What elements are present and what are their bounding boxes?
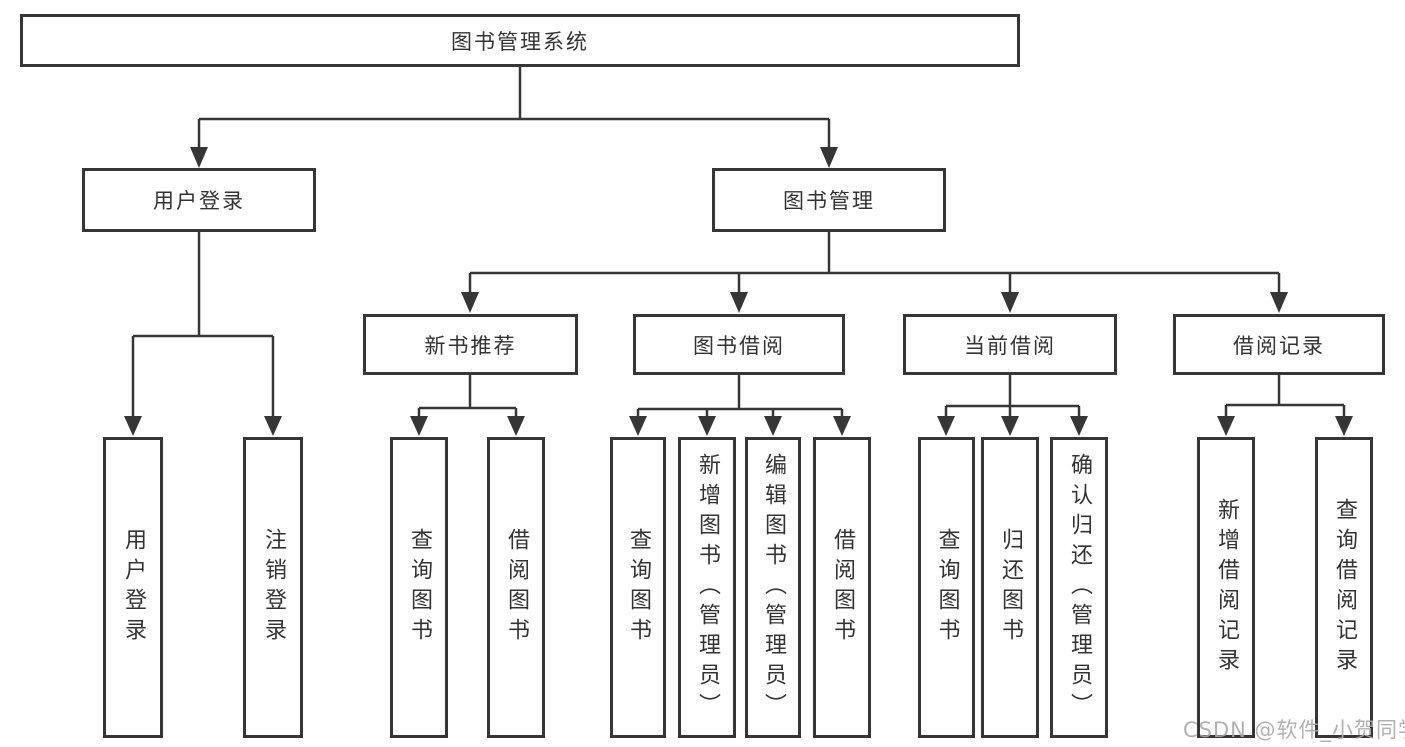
leaf-add-borrow-record: 新增借阅记录 bbox=[1197, 437, 1255, 738]
leaf-label: 注销登录 bbox=[261, 527, 286, 648]
leaf-label: 查询借阅记录 bbox=[1332, 497, 1357, 678]
node-label: 图书借阅 bbox=[693, 333, 785, 358]
leaf-query-books-borrow: 查询图书 bbox=[610, 437, 666, 738]
leaf-label: 归还图书 bbox=[998, 527, 1023, 648]
node-book-management: 图书管理 bbox=[712, 168, 946, 232]
leaf-query-borrow-record: 查询借阅记录 bbox=[1315, 437, 1373, 738]
leaf-label: 借阅图书 bbox=[830, 527, 855, 648]
leaf-label: 编辑图书（管理员） bbox=[761, 452, 786, 723]
node-label: 借阅记录 bbox=[1233, 333, 1325, 358]
leaf-label: 用户登录 bbox=[121, 527, 146, 648]
node-label: 图书管理 bbox=[783, 189, 875, 213]
leaf-edit-book-admin: 编辑图书（管理员） bbox=[745, 437, 801, 738]
node-label: 用户登录 bbox=[153, 189, 245, 213]
leaf-query-books-current: 查询图书 bbox=[918, 437, 975, 738]
node-borrowing-records: 借阅记录 bbox=[1173, 314, 1385, 375]
leaf-query-books-recommend: 查询图书 bbox=[390, 437, 448, 738]
leaf-borrow-books-recommend: 借阅图书 bbox=[487, 437, 545, 738]
node-label: 当前借阅 bbox=[964, 333, 1056, 358]
node-library-management-system: 图书管理系统 bbox=[20, 14, 1020, 67]
node-label: 新书推荐 bbox=[424, 333, 517, 358]
connector-line bbox=[131, 67, 1346, 418]
leaf-logout: 注销登录 bbox=[243, 437, 303, 738]
leaf-label: 新增借阅记录 bbox=[1214, 497, 1239, 678]
leaf-label: 查询图书 bbox=[626, 527, 651, 648]
leaf-label: 新增图书（管理员） bbox=[695, 452, 720, 723]
leaf-label: 查询图书 bbox=[934, 527, 960, 648]
leaf-confirm-return-admin: 确认归还（管理员） bbox=[1050, 437, 1108, 738]
leaf-return-books: 归还图书 bbox=[981, 437, 1039, 738]
leaf-label: 借阅图书 bbox=[504, 527, 529, 648]
node-user-login: 用户登录 bbox=[82, 168, 316, 232]
leaf-add-book-admin: 新增图书（管理员） bbox=[678, 437, 736, 738]
node-label: 图书管理系统 bbox=[451, 29, 589, 54]
leaf-borrow-books: 借阅图书 bbox=[813, 437, 871, 738]
leaf-user-login: 用户登录 bbox=[103, 437, 163, 738]
leaf-label: 确认归还（管理员） bbox=[1067, 452, 1092, 723]
csdn-watermark: CSDN @软件_小贺同学 bbox=[1183, 718, 1405, 742]
leaf-label: 查询图书 bbox=[407, 527, 432, 648]
node-book-borrowing: 图书借阅 bbox=[633, 314, 845, 375]
node-current-borrowing: 当前借阅 bbox=[903, 314, 1117, 375]
node-new-book-recommendation: 新书推荐 bbox=[363, 314, 578, 375]
